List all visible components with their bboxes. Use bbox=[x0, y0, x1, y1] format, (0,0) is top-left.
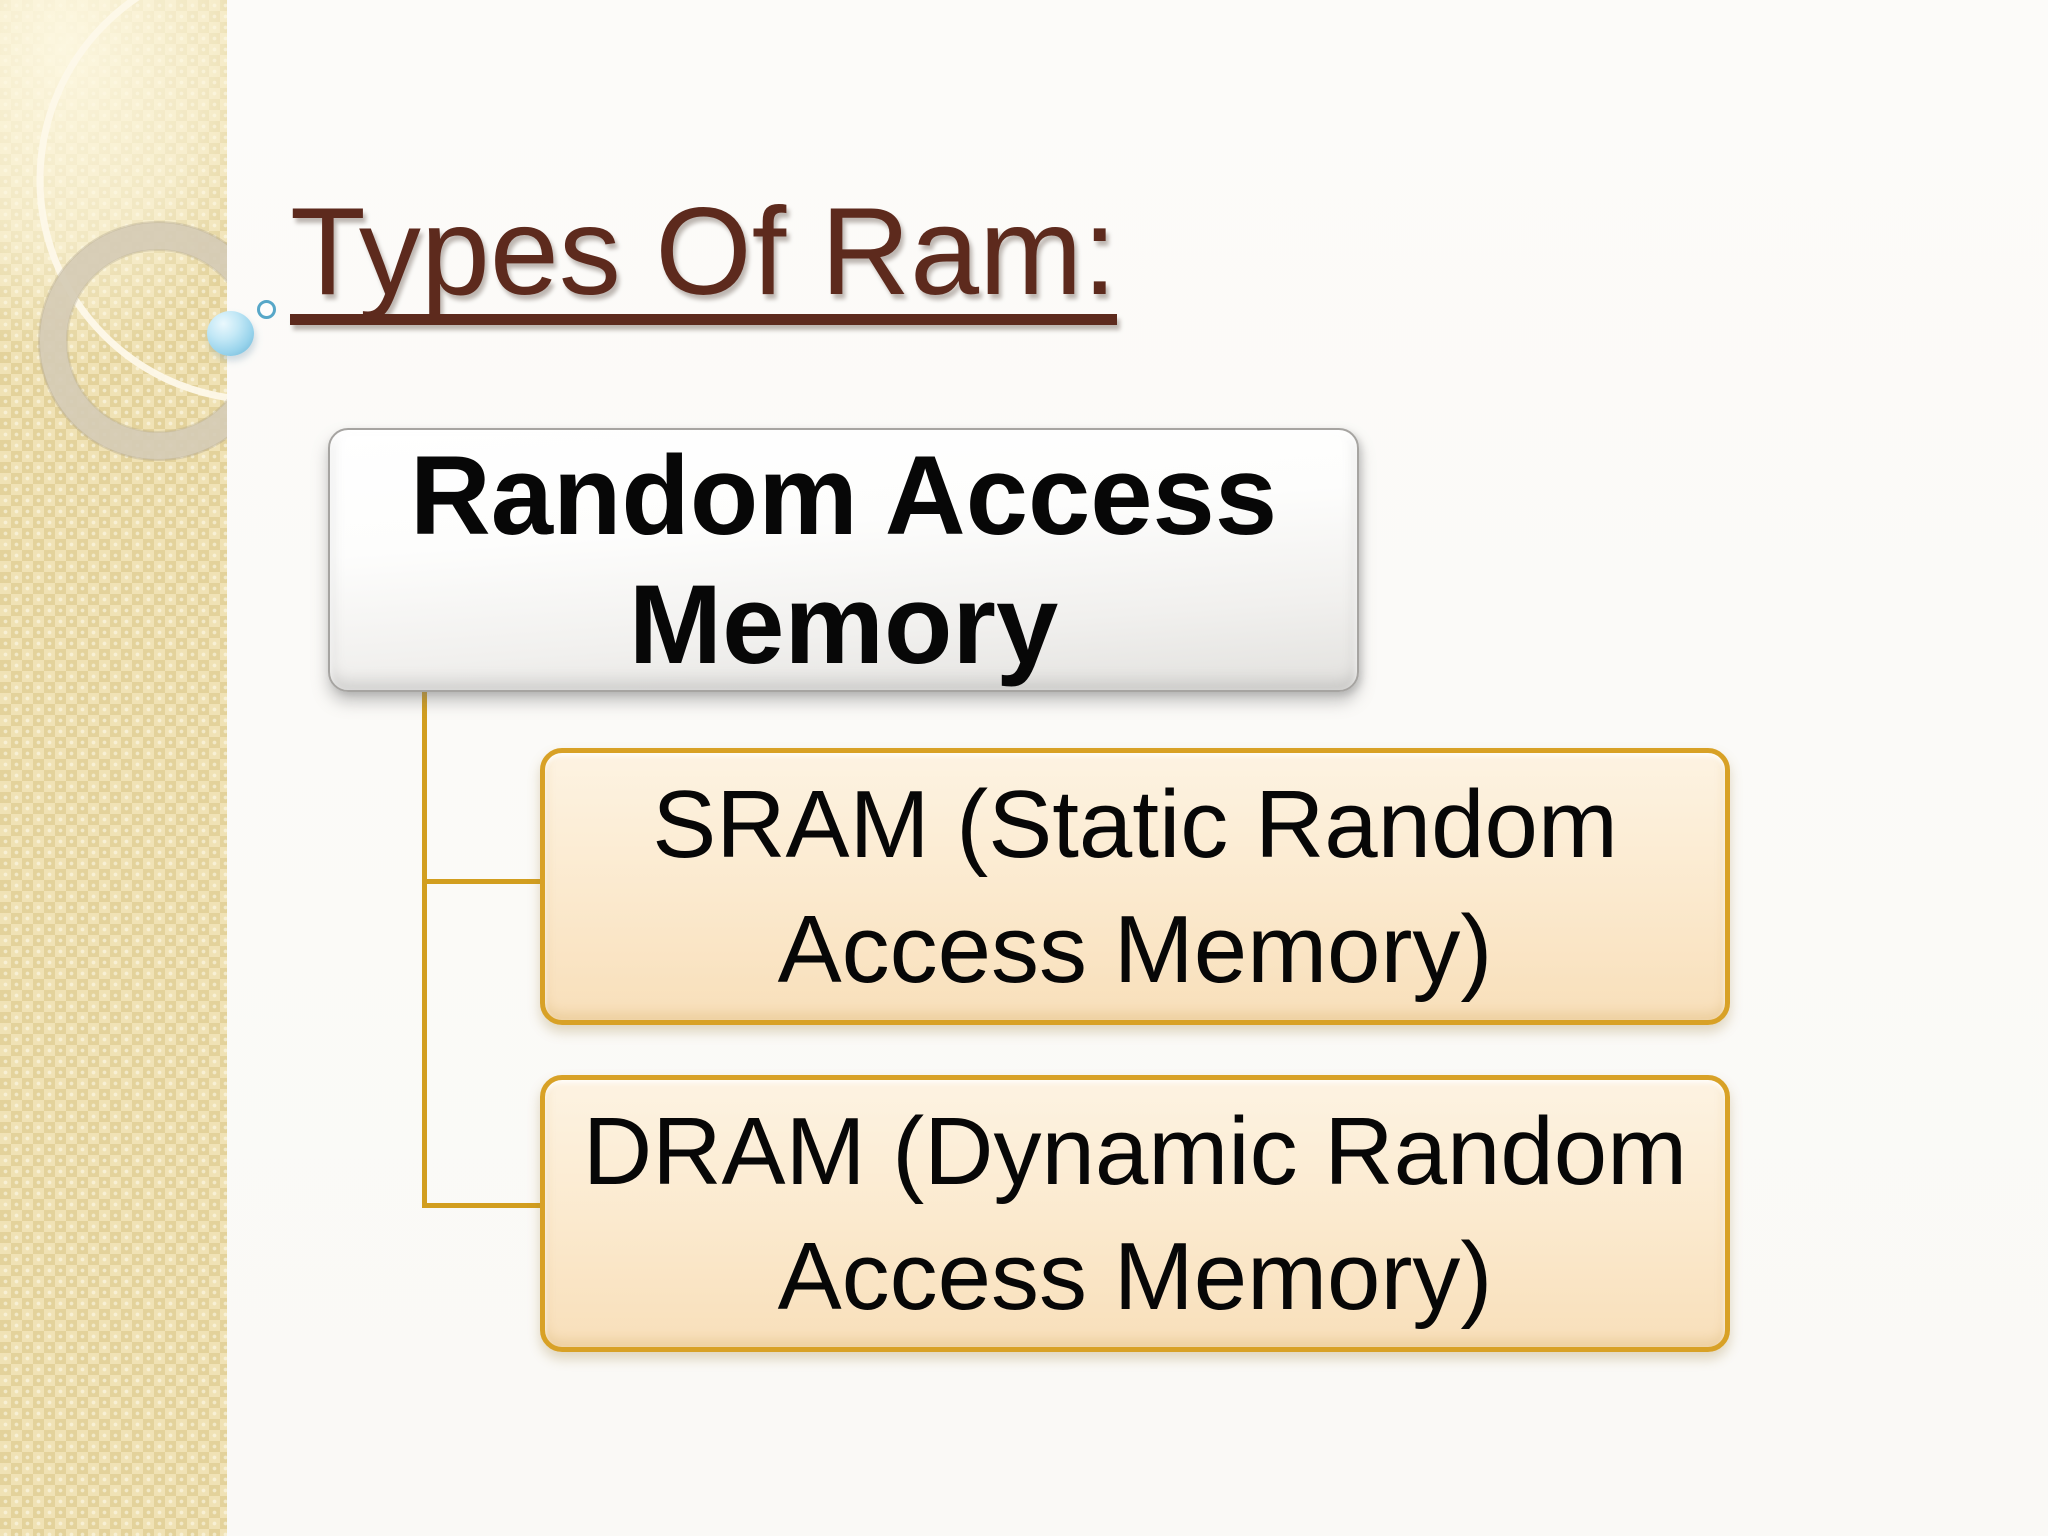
blue-sphere-decoration bbox=[207, 311, 254, 356]
ring-outer-edge bbox=[38, 221, 227, 461]
node-label-line: DRAM (Dynamic Random bbox=[582, 1097, 1688, 1205]
sidebar-circles-decoration bbox=[36, 0, 227, 461]
node-dram: DRAM (Dynamic Random Access Memory) bbox=[540, 1075, 1730, 1352]
node-label-line: Memory bbox=[628, 562, 1059, 687]
connector-branch-dram bbox=[422, 1203, 540, 1208]
thick-ring-decoration bbox=[39, 222, 227, 460]
node-random-access-memory: Random Access Memory bbox=[328, 428, 1359, 692]
slide-title: Types Of Ram: bbox=[290, 190, 1117, 325]
node-sram: SRAM (Static Random Access Memory) bbox=[540, 748, 1730, 1025]
large-circle-outline bbox=[36, 0, 227, 401]
node-label-line: Random Access bbox=[409, 433, 1278, 558]
blue-ring-decoration bbox=[257, 300, 276, 319]
connector-branch-sram bbox=[422, 879, 540, 884]
connector-vertical-line bbox=[422, 686, 427, 1208]
node-label-line: SRAM (Static Random bbox=[652, 770, 1618, 878]
ring-inner-edge bbox=[66, 249, 227, 433]
node-label-line: Access Memory) bbox=[777, 895, 1493, 1003]
node-label-line: Access Memory) bbox=[777, 1222, 1493, 1330]
sidebar-decoration bbox=[0, 0, 227, 1536]
